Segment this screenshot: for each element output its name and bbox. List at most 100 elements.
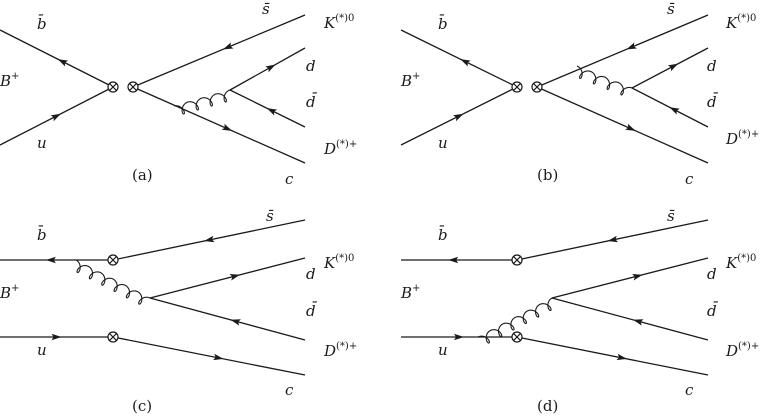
line-c-d-arrow: [616, 353, 627, 361]
vertex-bottom-d: [511, 331, 523, 343]
label-bplus-c: B+: [0, 283, 19, 302]
line-sbar-a-arrow: [222, 42, 234, 50]
line-u-d-arrow: [454, 333, 464, 341]
label-sbar-a: s̄: [262, 0, 270, 18]
line-sbar-d: [516, 219, 709, 261]
gluon-d: [477, 297, 553, 344]
line-sbar-b-arrow: [626, 42, 637, 50]
label-u-c: u: [37, 341, 47, 359]
line-c-b: [536, 86, 709, 164]
gluon-c: [75, 259, 151, 305]
label-dstarplus-d: D(*)+: [725, 341, 759, 360]
label-c-d: c: [685, 381, 694, 399]
line-d-a-arrow: [265, 64, 276, 73]
label-dstarplus-b: D(*)+: [725, 129, 759, 148]
line-dbar-c-arrow: [230, 319, 241, 326]
line-sbar-c-arrow: [204, 235, 215, 243]
line-bbar-c: [0, 256, 113, 264]
line-sbar-a: [132, 14, 306, 88]
line-bbar-b-arrow: [460, 59, 471, 67]
label-c-c: c: [285, 381, 294, 399]
label-dbar-a: d̄: [306, 93, 317, 111]
line-bbar-b: [400, 29, 518, 88]
gluon-b: [576, 65, 633, 96]
line-c-c-arrow: [213, 353, 224, 361]
line-u-c-arrow: [51, 333, 62, 341]
line-dbar-d: [551, 297, 709, 341]
label-bbar-c: b̄: [37, 226, 47, 244]
label-sbar-b: s̄: [667, 0, 675, 18]
label-kstar0-c: K(*)0: [323, 253, 354, 272]
line-u-a-arrow: [50, 113, 61, 122]
line-c-b-arrow: [625, 123, 636, 131]
label-sbar-c: s̄: [266, 207, 274, 225]
vertex-right-a: [127, 81, 139, 93]
label-d-a: d: [306, 57, 316, 75]
label-dbar-c: d̄: [306, 302, 317, 320]
line-bbar-a-arrow: [57, 59, 69, 67]
line-c-d: [516, 336, 709, 376]
label-dbar-b: d̄: [707, 93, 718, 111]
line-bbar-d: [401, 256, 517, 264]
line-d-d-arrow: [632, 274, 643, 281]
caption-b: (b): [537, 166, 558, 184]
label-d-d: d: [707, 265, 717, 283]
vertex-left-a: [107, 81, 119, 93]
line-u-b-arrow: [453, 113, 464, 122]
line-bbar-c-arrow: [45, 256, 56, 264]
label-bbar-a: b̄: [37, 15, 47, 33]
line-dbar-b-arrow: [669, 107, 680, 115]
label-c-a: c: [285, 170, 294, 188]
label-d-c: d: [306, 265, 316, 283]
label-kstar0-a: K(*)0: [323, 13, 354, 32]
line-bbar-a: [0, 29, 114, 88]
line-d-a: [229, 47, 306, 91]
line-d-c-arrow: [229, 274, 241, 281]
label-u-b: u: [438, 134, 448, 152]
line-dbar-d-arrow: [632, 319, 644, 326]
vertex-right-b: [531, 81, 543, 93]
line-d-d: [551, 257, 709, 299]
caption-a: (a): [132, 166, 153, 184]
line-sbar-c: [112, 219, 306, 261]
line-dbar-c: [149, 297, 306, 341]
label-u-d: u: [438, 341, 448, 359]
vertex-top-d: [511, 254, 523, 266]
diagram-vertices: [107, 81, 543, 343]
vertex-bottom-c: [107, 331, 119, 343]
label-sbar-d: s̄: [667, 207, 675, 225]
label-u-a: u: [37, 134, 47, 152]
label-dstarplus-a: D(*)+: [323, 139, 357, 158]
line-u-d: [401, 333, 517, 341]
diagram-gluons: [75, 65, 633, 344]
vertex-top-c: [107, 254, 119, 266]
label-bplus-b: B+: [400, 71, 420, 90]
line-d-b-arrow: [667, 63, 679, 72]
label-dbar-d: d̄: [707, 302, 718, 320]
label-dstarplus-c: D(*)+: [323, 341, 357, 360]
line-sbar-d-arrow: [607, 235, 619, 243]
label-d-b: d: [707, 57, 717, 75]
line-u-b: [400, 86, 518, 146]
line-c-a-arrow: [221, 123, 233, 131]
line-c-c: [112, 336, 306, 376]
line-c-a: [132, 86, 306, 164]
label-bbar-d: b̄: [438, 226, 448, 244]
label-bplus-d: B+: [400, 283, 420, 302]
line-d-c: [149, 257, 306, 299]
line-u-a: [0, 86, 114, 146]
label-bplus-a: B+: [0, 71, 19, 90]
line-d-b: [631, 47, 709, 89]
label-bbar-b: b̄: [438, 15, 448, 33]
caption-c: (c): [132, 397, 152, 415]
line-sbar-b: [536, 14, 709, 88]
diagram-lines: [0, 14, 709, 376]
line-dbar-b: [631, 87, 709, 128]
label-c-b: c: [685, 170, 694, 188]
vertex-left-b: [511, 81, 523, 93]
gluon-a: [173, 89, 231, 115]
line-dbar-a: [229, 89, 306, 128]
line-u-c: [0, 333, 113, 341]
